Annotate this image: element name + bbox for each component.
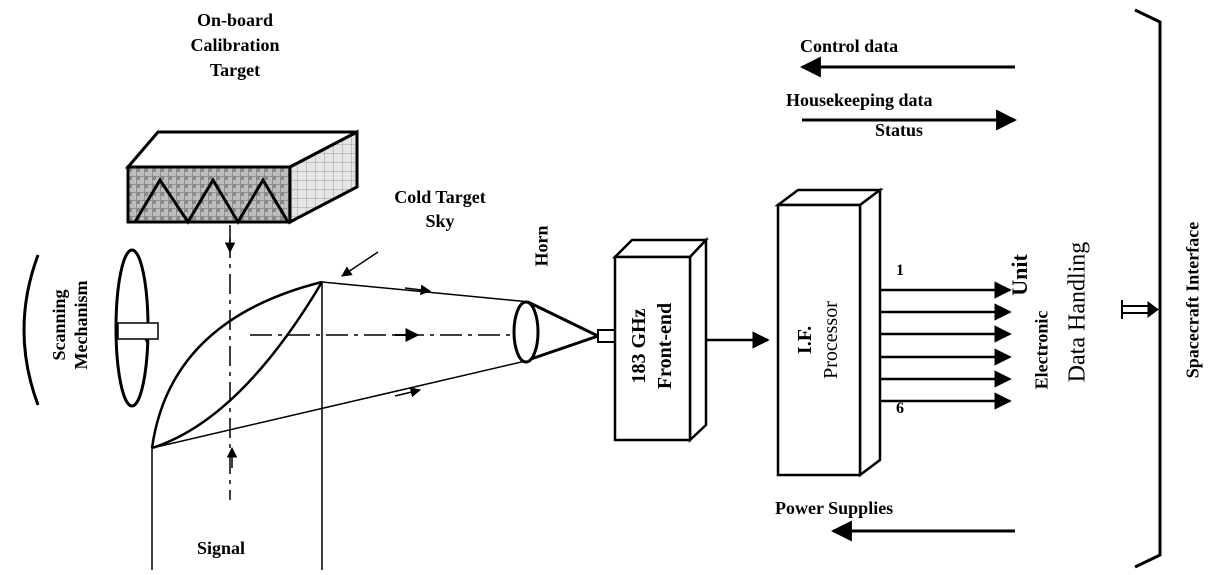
if-processor-line-2: Processor — [820, 301, 842, 379]
if-processor-label: I.F. Processor — [792, 301, 844, 379]
spacecraft-interface-label: Spacecraft Interface — [1182, 221, 1203, 379]
scanning-mechanism-label: Scanning Mechanism — [48, 281, 92, 370]
cold-target-line-1: Cold Target — [394, 187, 486, 207]
control-data-label: Control data — [800, 36, 899, 56]
spacecraft-interface-bracket — [1121, 8, 1162, 569]
calibration-target-label: On-board Calibration Target — [170, 8, 300, 83]
horn-label: Horn — [531, 225, 552, 267]
channel-last-label: 6 — [896, 400, 904, 417]
scanning-mechanism-line-2: Mechanism — [71, 280, 91, 370]
front-end-line-2: Front-end — [654, 302, 676, 390]
housekeeping-data-label: Housekeeping data — [786, 90, 933, 110]
scanning-mechanism-line-1: Scanning — [49, 289, 69, 361]
beam-lines — [151, 225, 531, 570]
calibration-target-line-1: On-board — [196, 10, 274, 30]
calibration-target-line-2: Calibration — [190, 35, 280, 55]
scan-reflector — [150, 280, 324, 450]
status-label: Status — [875, 120, 924, 140]
data-handling-label: Data Handling — [1064, 241, 1091, 383]
front-end-label: 183 GHz Front-end — [626, 303, 678, 389]
cold-target-line-2: Sky — [425, 211, 455, 231]
calibration-target-line-3: Target — [209, 60, 261, 80]
channel-arrows — [880, 281, 1012, 410]
power-supplies-label: Power Supplies — [775, 498, 894, 518]
if-processor-line-1: I.F. — [794, 325, 816, 355]
signal-label: Signal — [197, 538, 246, 558]
cold-target-label: Cold Target Sky — [380, 185, 500, 233]
interface-data-arrows — [799, 56, 1018, 542]
front-end-line-1: 183 GHz — [628, 308, 650, 384]
scanning-mechanism — [22, 248, 159, 408]
electronic-label: Electronic — [1031, 310, 1052, 390]
unit-label: Unit — [1007, 254, 1032, 296]
calibration-target-box — [124, 129, 359, 225]
channel-first-label: 1 — [896, 262, 904, 279]
if-processor-box — [774, 187, 884, 478]
horn-antenna — [512, 300, 619, 364]
front-end-box — [611, 236, 709, 443]
